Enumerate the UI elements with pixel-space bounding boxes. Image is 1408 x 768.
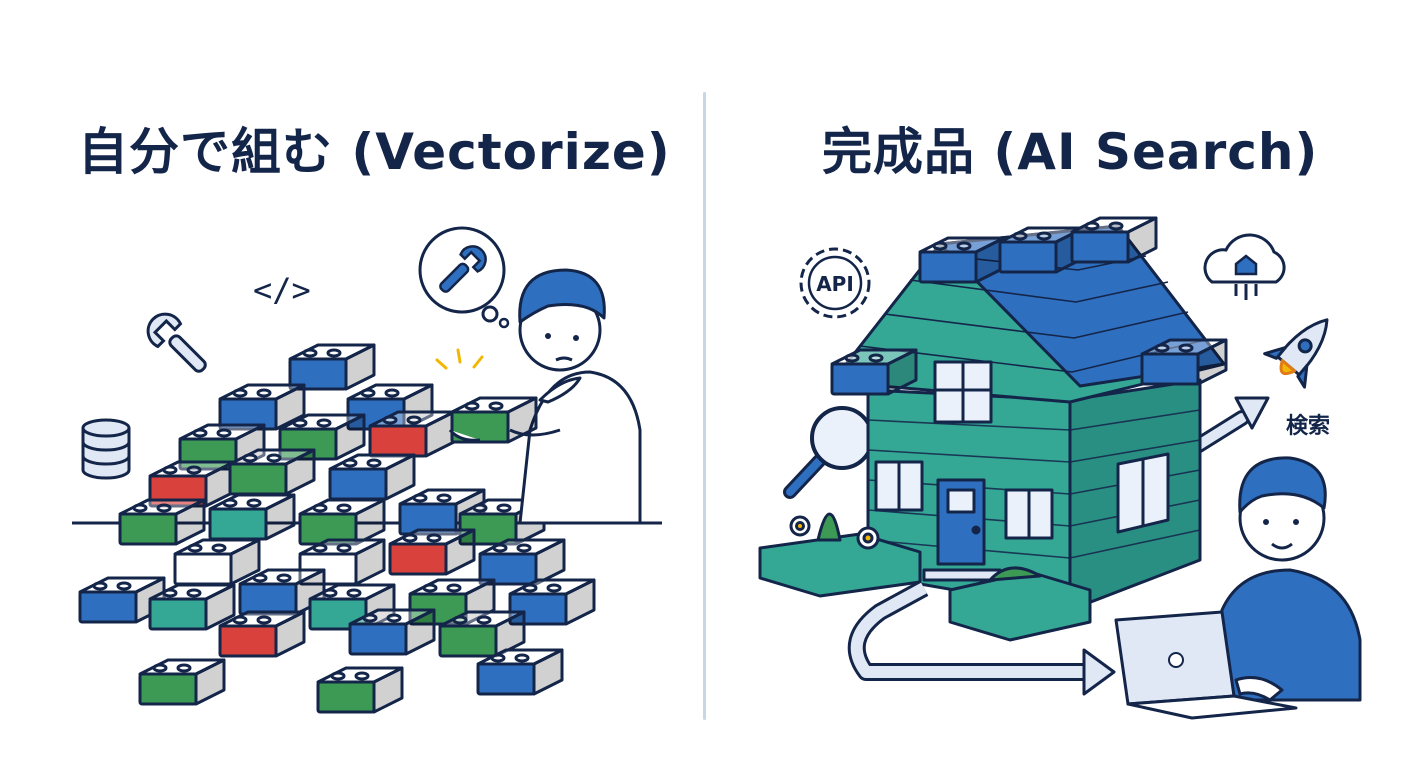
happy-person bbox=[1208, 456, 1362, 702]
left-panel-title: 自分で組む (Vectorize) bbox=[78, 123, 671, 181]
wrench-icon bbox=[146, 312, 207, 373]
magnifier-icon bbox=[783, 406, 874, 499]
laptop-icon bbox=[1114, 610, 1298, 720]
right-panel-title: 完成品 (AI Search) bbox=[822, 123, 1319, 181]
thought-bubble-wrench-icon bbox=[418, 226, 510, 329]
rocket-icon bbox=[1263, 318, 1329, 389]
spark-lines bbox=[435, 348, 484, 370]
search-label: 検索 bbox=[1286, 414, 1331, 439]
database-icon bbox=[81, 418, 131, 480]
panel-divider bbox=[703, 92, 706, 720]
cloud-icon bbox=[1203, 233, 1286, 300]
flow-arrow bbox=[847, 580, 1116, 696]
api-badge-label: API bbox=[816, 272, 854, 296]
thinking-person bbox=[448, 268, 642, 525]
code-icon: </> bbox=[253, 271, 311, 309]
garden bbox=[758, 512, 1092, 642]
api-gear-icon: API bbox=[799, 247, 871, 319]
